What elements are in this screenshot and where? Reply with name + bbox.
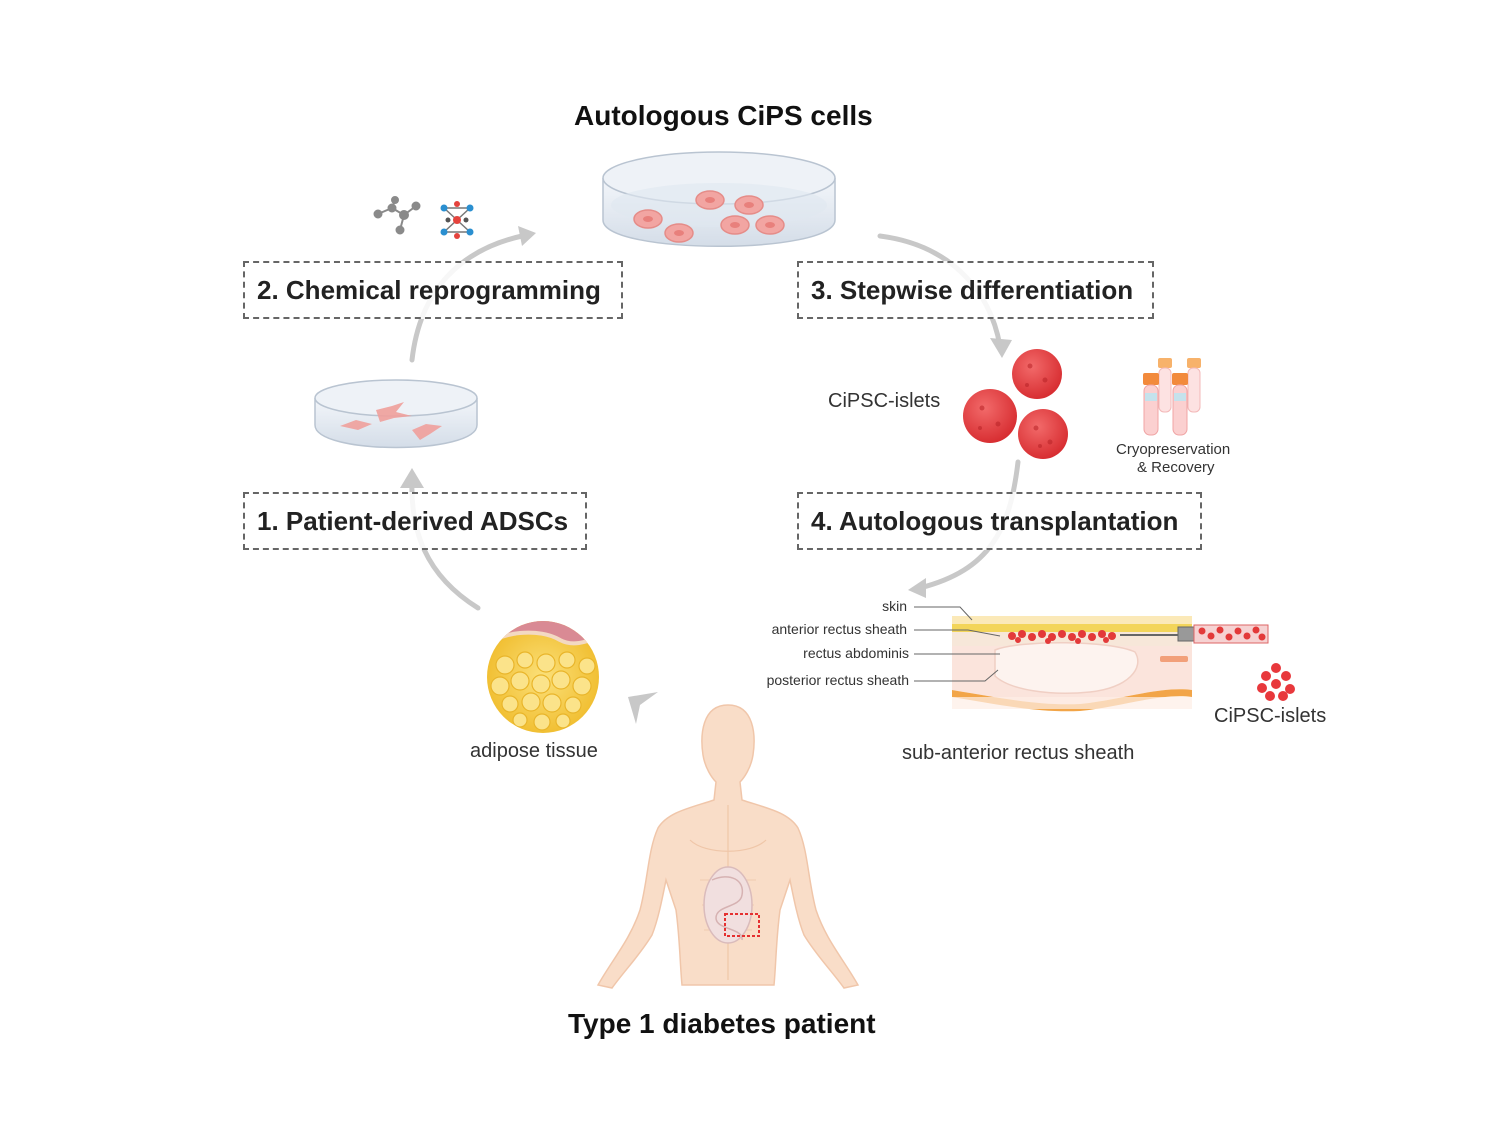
layer-label-anterior-rectus-sheath: anterior rectus sheath — [771, 621, 907, 637]
step-box-4: 4. Autologous transplantation — [797, 492, 1202, 550]
small-molecule-icon — [373, 196, 421, 235]
layer-label-rectus-abdominis: rectus abdominis — [803, 645, 909, 661]
arrowheads — [400, 226, 1012, 724]
adipose-tissue-icon — [487, 621, 599, 733]
islet-cluster-icon — [963, 349, 1068, 459]
islets-label-lower: CiPSC-islets — [1214, 705, 1327, 727]
layer-label-skin: skin — [882, 598, 907, 614]
title-bottom: Type 1 diabetes patient — [568, 1008, 876, 1039]
step-box-1: 1. Patient-derived ADSCs — [243, 492, 587, 550]
transplant-site-highlight — [724, 913, 760, 937]
cips-culture-dish-icon — [602, 151, 836, 247]
islets-label-upper: CiPSC-islets — [828, 390, 941, 412]
cryo-label-line1: Cryopreservation — [1116, 441, 1231, 458]
cryo-label-line2: & Recovery — [1137, 459, 1215, 476]
step-box-3: 3. Stepwise differentiation — [797, 261, 1154, 319]
human-torso-icon — [596, 704, 860, 989]
adsc-culture-dish-icon — [314, 379, 478, 449]
layer-label-posterior-rectus-sheath: posterior rectus sheath — [766, 672, 909, 688]
islet-dots-icon — [1257, 663, 1295, 701]
cryovial-tubes-icon — [1143, 358, 1201, 436]
arrow-body-to-adipose — [628, 692, 658, 724]
layer-leader-lines — [914, 606, 1001, 682]
step-box-2: 2. Chemical reprogramming — [243, 261, 623, 319]
compound-network-icon — [440, 201, 474, 239]
title-top: Autologous CiPS cells — [574, 100, 873, 131]
adipose-label: adipose tissue — [470, 740, 598, 762]
transplant-site-label: sub-anterior rectus sheath — [902, 742, 1135, 764]
abdominal-wall-cross-section — [952, 616, 1269, 712]
